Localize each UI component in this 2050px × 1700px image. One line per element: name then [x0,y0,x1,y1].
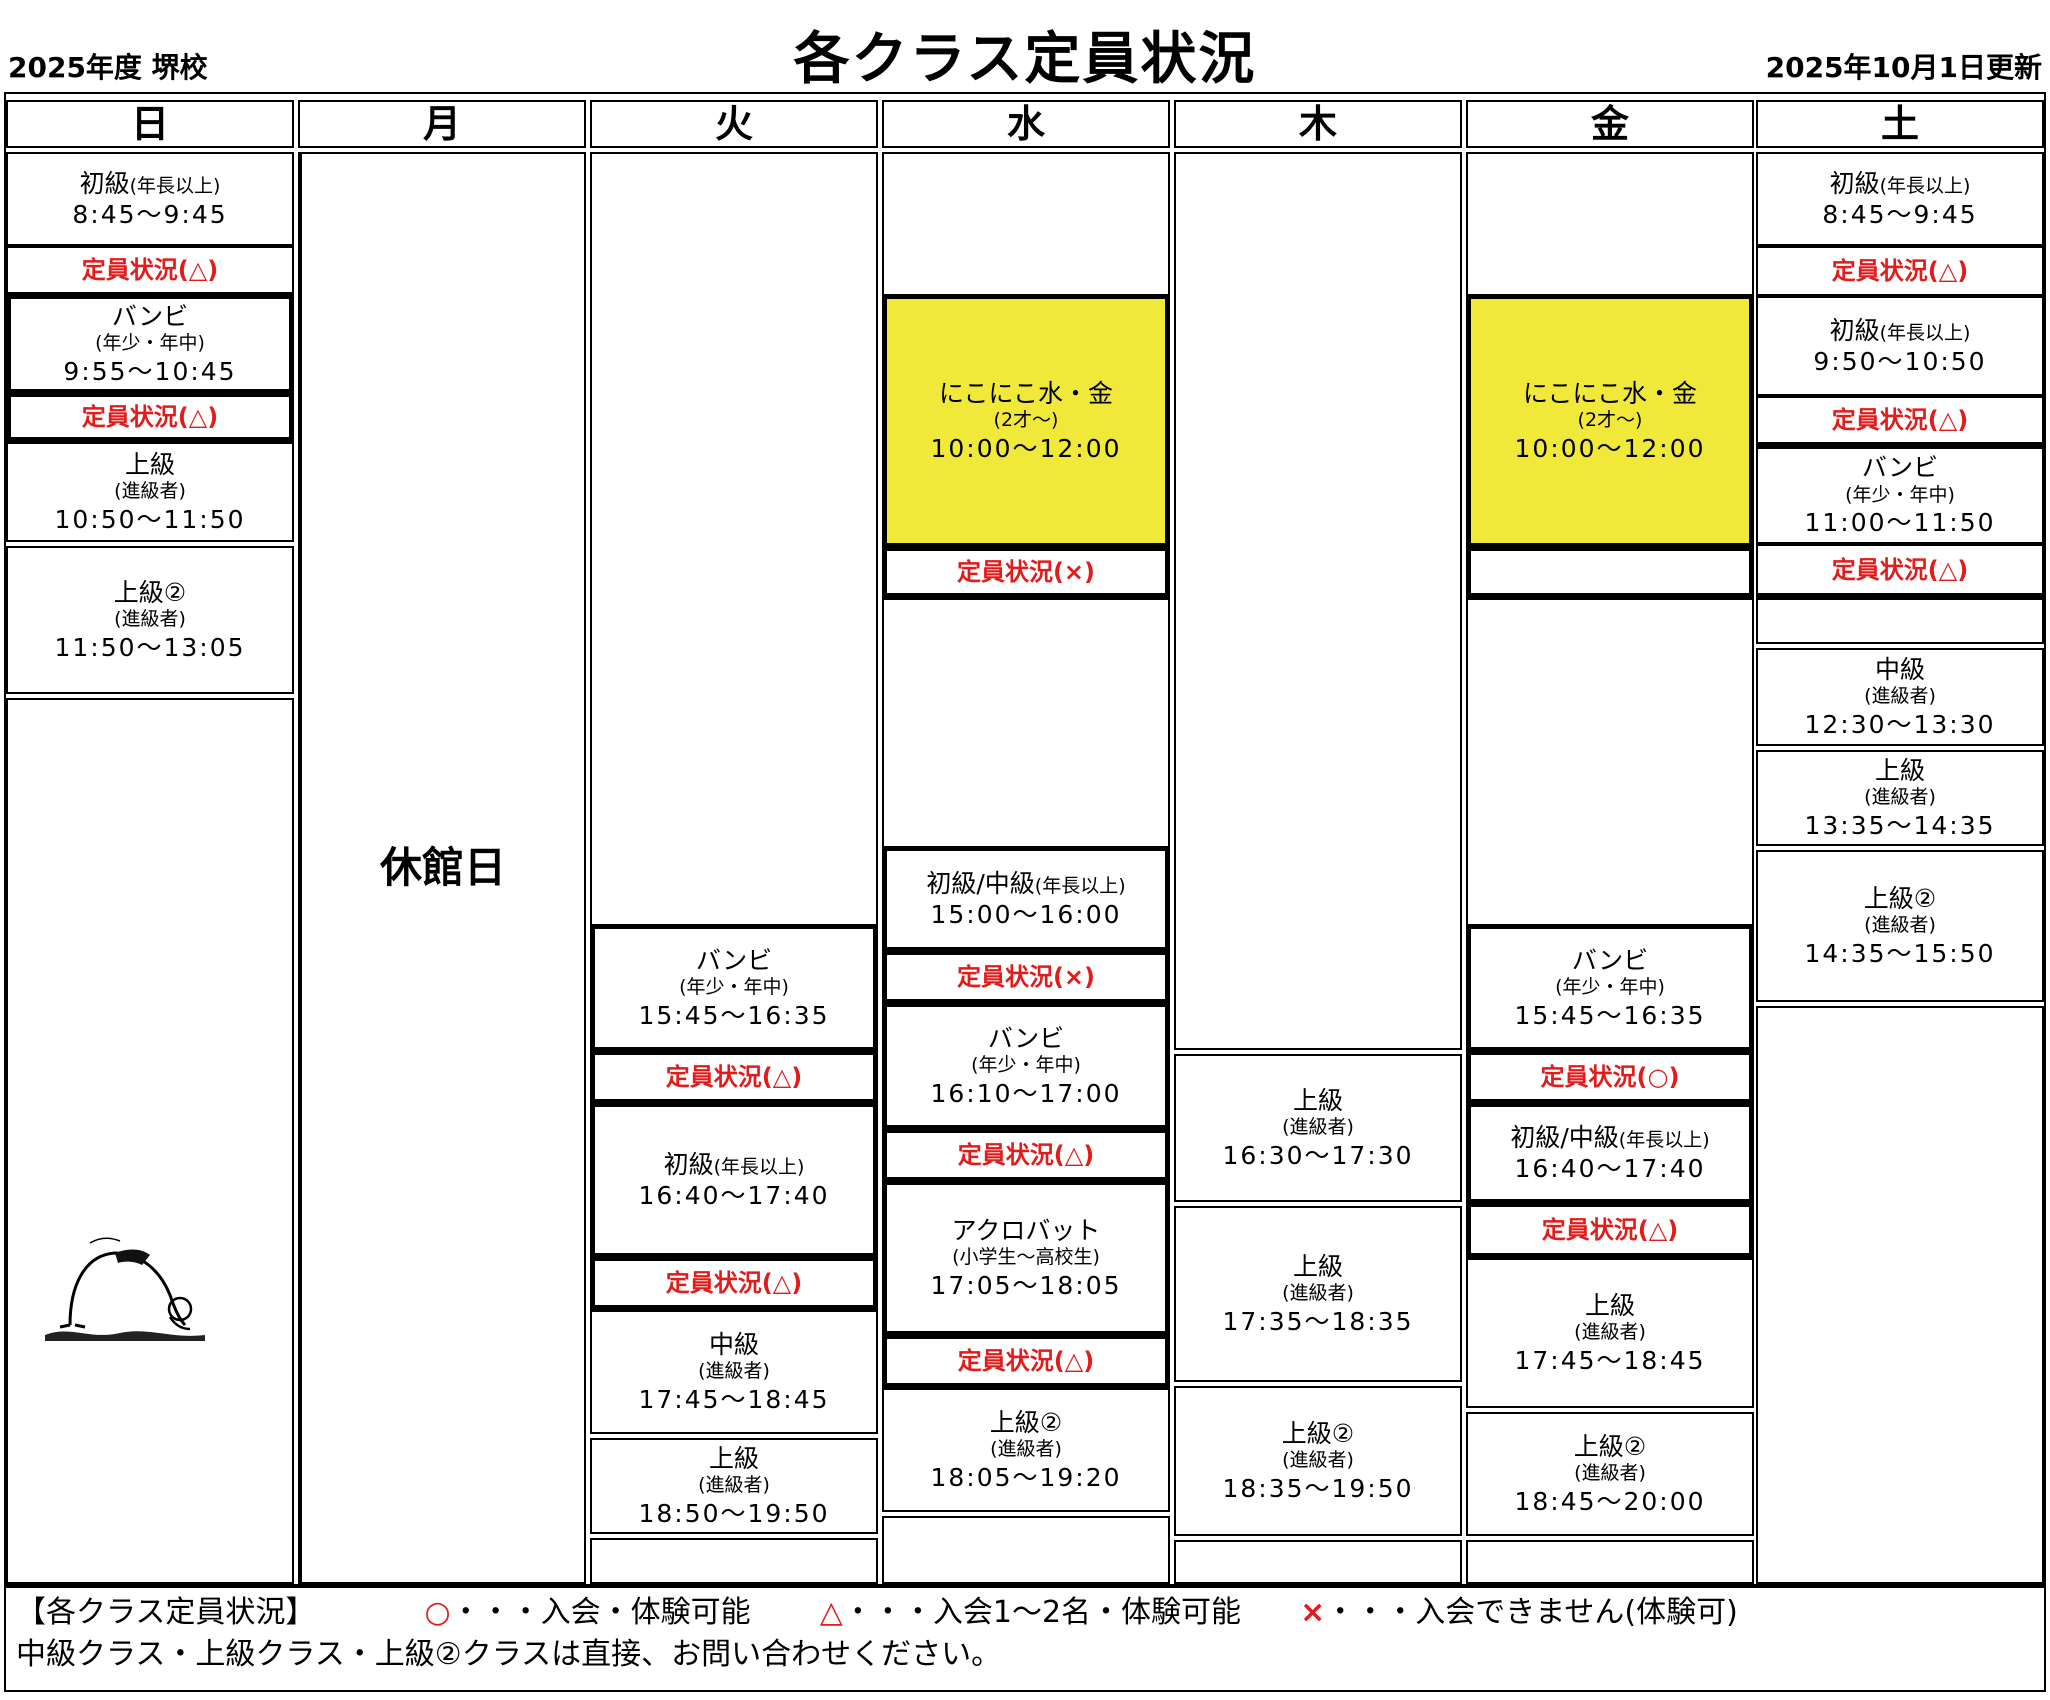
class-cell: バンビ (年少・年中) 16:10〜17:00 [882,1002,1170,1130]
legend-note: 中級クラス・上級クラス・上級②クラスは直接、お問い合わせください。 [16,1637,1002,1672]
updated-date: 2025年10月1日更新 [1765,51,2042,84]
status-badge: 定員状況(△) [1466,1202,1754,1258]
empty-cell [1466,598,1754,926]
closed-day-cell: 休館日 [298,152,586,1584]
class-cell: バンビ (年少・年中) 11:00〜11:50 [1756,444,2044,544]
column-sunday: 日 初級(年長以上) 8:45〜9:45 定員状況(△) バンビ (年少・年中)… [6,100,294,1584]
class-cell: 上級 (進級者) 16:30〜17:30 [1174,1054,1462,1202]
legend-triangle-mark: △ [819,1595,843,1630]
legend-heading: 【各クラス定員状況】 [16,1595,316,1630]
status-badge: 定員状況(△) [1756,396,2044,444]
day-header-monday: 月 [298,100,586,148]
class-cell: 中級 (進級者) 17:45〜18:45 [590,1310,878,1434]
day-header-tuesday: 火 [590,100,878,148]
class-cell: 中級 (進級者) 12:30〜13:30 [1756,648,2044,746]
empty-cell [882,152,1170,296]
class-cell: 上級② (進級者) 18:05〜19:20 [882,1388,1170,1512]
empty-cell [590,152,878,926]
class-cell: 初級(年長以上) 16:40〜17:40 [590,1102,878,1258]
day-header-wednesday: 水 [882,100,1170,148]
legend-cross-mark: × [1300,1595,1326,1630]
status-badge: 定員状況(○) [1466,1050,1754,1104]
gymnast-bridge-icon [45,1237,205,1341]
class-cell: 初級/中級(年長以上) 15:00〜16:00 [882,846,1170,952]
empty-cell [590,1538,878,1584]
class-cell-highlight: にこにこ水・金 (2才〜) 10:00〜12:00 [882,294,1170,548]
column-saturday: 土 初級(年長以上) 8:45〜9:45 定員状況(△) 初級(年長以上) 9:… [1756,100,2044,1584]
column-friday: 金 にこにこ水・金 (2才〜) 10:00〜12:00 バンビ (年少・年中) … [1466,100,1754,1584]
legend-circle-mark: ○ [424,1595,451,1630]
status-badge: 定員状況(×) [882,950,1170,1004]
empty-cell [1756,598,2044,644]
class-cell-highlight: にこにこ水・金 (2才〜) 10:00〜12:00 [1466,294,1754,548]
day-header-friday: 金 [1466,100,1754,148]
class-cell: アクロバット (小学生〜高校生) 17:05〜18:05 [882,1180,1170,1336]
class-cell: バンビ (年少・年中) 15:45〜16:35 [1466,924,1754,1052]
status-badge: 定員状況(×) [882,546,1170,598]
day-header-thursday: 木 [1174,100,1462,148]
class-cell: バンビ (年少・年中) 15:45〜16:35 [590,924,878,1052]
day-header-sunday: 日 [6,100,294,148]
class-cell: 上級② (進級者) 18:35〜19:50 [1174,1386,1462,1536]
class-cell: 初級(年長以上) 8:45〜9:45 [6,152,294,246]
class-cell: 上級 (進級者) 10:50〜11:50 [6,442,294,542]
column-wednesday: 水 にこにこ水・金 (2才〜) 10:00〜12:00 定員状況(×) 初級/中… [882,100,1170,1584]
empty-cell [1466,152,1754,296]
empty-cell [1466,546,1754,598]
empty-cell [1756,1006,2044,1584]
schedule-frame [4,92,2046,1586]
class-cell: 上級 (進級者) 17:35〜18:35 [1174,1206,1462,1382]
status-badge: 定員状況(△) [882,1334,1170,1388]
school-year-label: 2025年度 堺校 [8,51,208,84]
empty-cell [882,1516,1170,1584]
status-badge: 定員状況(△) [590,1256,878,1310]
class-cell: 上級② (進級者) 18:45〜20:00 [1466,1412,1754,1536]
class-cell: 初級(年長以上) 9:50〜10:50 [1756,296,2044,396]
class-cell: 初級(年長以上) 8:45〜9:45 [1756,152,2044,246]
legend-box: 【各クラス定員状況】 ○・・・入会・体験可能 △・・・入会1〜2名・体験可能 ×… [4,1586,2046,1692]
class-cell: 上級② (進級者) 14:35〜15:50 [1756,850,2044,1002]
day-header-saturday: 土 [1756,100,2044,148]
empty-cell [1466,1540,1754,1584]
status-badge: 定員状況(△) [882,1128,1170,1182]
class-cell: バンビ (年少・年中) 9:55〜10:45 [6,294,294,394]
empty-cell [1174,1540,1462,1584]
class-cell: 上級 (進級者) 18:50〜19:50 [590,1438,878,1534]
class-cell: 上級 (進級者) 17:45〜18:45 [1466,1258,1754,1408]
status-badge: 定員状況(△) [6,246,294,294]
column-monday: 月 休館日 [298,100,586,1584]
class-cell: 上級 (進級者) 13:35〜14:35 [1756,750,2044,846]
status-badge: 定員状況(△) [590,1050,878,1104]
class-cell: 初級/中級(年長以上) 16:40〜17:40 [1466,1102,1754,1204]
status-badge: 定員状況(△) [1756,246,2044,296]
page-title: 各クラス定員状況 [793,27,1257,92]
status-badge: 定員状況(△) [6,392,294,442]
class-cell: 上級② (進級者) 11:50〜13:05 [6,546,294,694]
status-badge: 定員状況(△) [1756,544,2044,598]
empty-cell [1174,152,1462,1050]
column-tuesday: 火 バンビ (年少・年中) 15:45〜16:35 定員状況(△) 初級(年長以… [590,100,878,1584]
column-thursday: 木 上級 (進級者) 16:30〜17:30 上級 (進級者) 17:35〜18… [1174,100,1462,1584]
empty-cell [882,598,1170,848]
empty-cell [6,698,294,1584]
